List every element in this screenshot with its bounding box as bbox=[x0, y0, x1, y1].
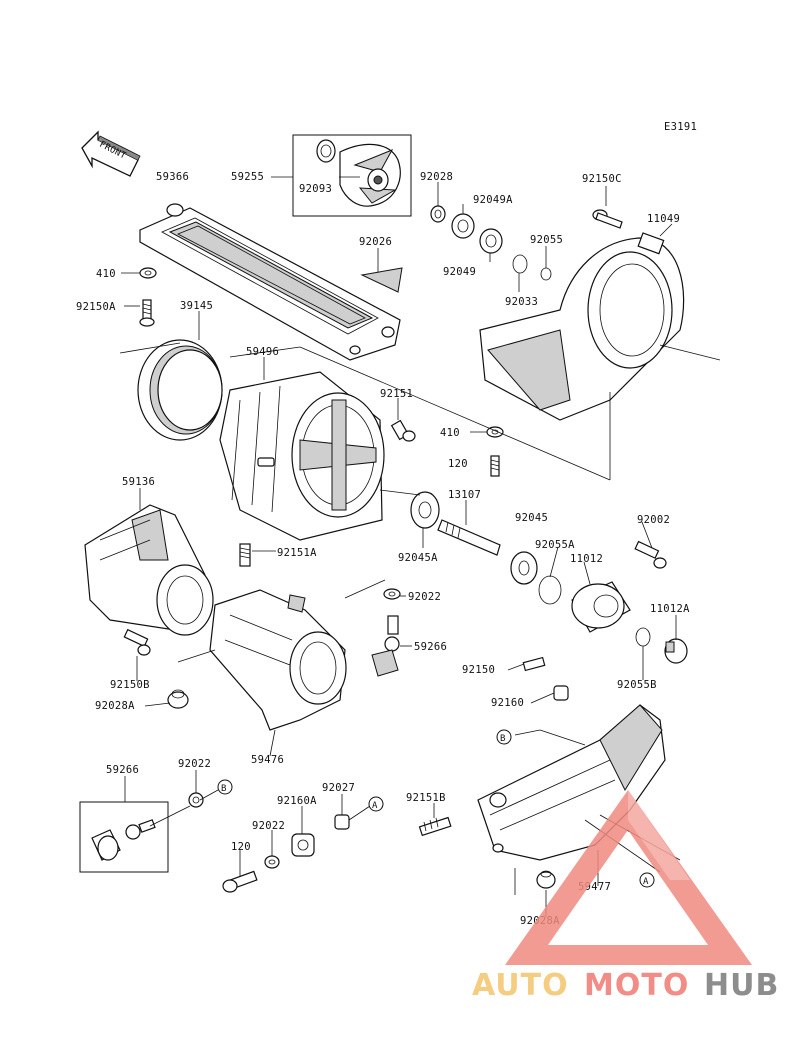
bushing-92160A bbox=[291, 833, 315, 857]
automotohub-watermark-logo: AUTO MOTO HUB bbox=[472, 790, 779, 1003]
label-92026: 92026 bbox=[359, 236, 392, 248]
label-59496: 59496 bbox=[246, 346, 279, 358]
label-59266-mid: 59266 bbox=[414, 641, 447, 653]
callout-a-upper: A bbox=[368, 796, 384, 812]
label-92022-lower-a: 92022 bbox=[178, 758, 211, 770]
watermark-triangle bbox=[505, 790, 752, 965]
washer-92022-lower-a bbox=[188, 792, 204, 808]
diagram-code: E3191 bbox=[664, 121, 697, 133]
label-92045A: 92045A bbox=[398, 552, 438, 564]
label-92002: 92002 bbox=[637, 514, 670, 526]
bolt-92151B bbox=[418, 816, 452, 837]
shaft-13107 bbox=[437, 519, 501, 556]
label-13107: 13107 bbox=[448, 489, 481, 501]
oring-92055 bbox=[540, 267, 552, 281]
bushing-92160 bbox=[553, 685, 569, 701]
label-92049A: 92049A bbox=[473, 194, 513, 206]
wedge-92026 bbox=[360, 267, 403, 293]
label-92045: 92045 bbox=[515, 512, 548, 524]
svg-text:A: A bbox=[372, 801, 378, 811]
label-59136: 59136 bbox=[122, 476, 155, 488]
callout-b-upper: B bbox=[217, 779, 233, 795]
front-arrow-icon bbox=[81, 130, 141, 177]
plug-11012A bbox=[664, 638, 688, 664]
label-120-lower: 120 bbox=[231, 841, 251, 853]
washer-92022-mid bbox=[383, 588, 401, 600]
washer-92022-lower-b bbox=[264, 855, 280, 869]
label-59266-lower: 59266 bbox=[106, 764, 139, 776]
watermark-auto: AUTO bbox=[472, 968, 569, 1003]
cap-11012 bbox=[571, 581, 631, 633]
bolt-92150A bbox=[139, 299, 155, 327]
leader-lines bbox=[119, 176, 721, 917]
label-410-left: 410 bbox=[96, 268, 116, 280]
label-59476: 59476 bbox=[251, 754, 284, 766]
label-11012A: 11012A bbox=[650, 603, 690, 615]
label-11012: 11012 bbox=[570, 553, 603, 565]
label-92033: 92033 bbox=[505, 296, 538, 308]
label-92022-mid: 92022 bbox=[408, 591, 441, 603]
impeller-kit-box bbox=[292, 134, 412, 217]
callout-a-lower: A bbox=[639, 872, 655, 888]
collar-92027 bbox=[334, 814, 350, 830]
label-92055A: 92055A bbox=[535, 539, 575, 551]
ball-joint-59266-mid bbox=[371, 615, 400, 677]
bearing-92049A bbox=[451, 213, 475, 239]
svg-text:B: B bbox=[500, 734, 506, 744]
bolt-120-lower bbox=[222, 870, 258, 893]
label-92150: 92150 bbox=[462, 664, 495, 676]
label-92151: 92151 bbox=[380, 388, 413, 400]
label-39145: 39145 bbox=[180, 300, 213, 312]
label-410-right: 410 bbox=[440, 427, 460, 439]
bearing-92045A bbox=[410, 491, 440, 529]
label-92027: 92027 bbox=[322, 782, 355, 794]
label-92160A: 92160A bbox=[277, 795, 317, 807]
circlip-92033 bbox=[512, 254, 528, 274]
pump-case-11049 bbox=[479, 209, 685, 421]
label-92049: 92049 bbox=[443, 266, 476, 278]
watermark-hub: HUB bbox=[704, 968, 779, 1003]
ball-joint-kit-box bbox=[79, 801, 169, 873]
washer-410-left bbox=[139, 267, 157, 279]
oring-92055B bbox=[635, 627, 651, 647]
label-120-upper: 120 bbox=[448, 458, 468, 470]
bolt-92150B bbox=[123, 628, 151, 656]
bearing-92045 bbox=[510, 551, 538, 585]
svg-text:B: B bbox=[221, 784, 227, 794]
label-92150A: 92150A bbox=[76, 301, 116, 313]
label-92055: 92055 bbox=[530, 234, 563, 246]
label-92160: 92160 bbox=[491, 697, 524, 709]
label-92093: 92093 bbox=[299, 183, 332, 195]
wear-ring-39145 bbox=[137, 339, 223, 441]
stator-59496 bbox=[219, 371, 385, 541]
label-92055B: 92055B bbox=[617, 679, 657, 691]
collar-92028A-right bbox=[536, 870, 556, 889]
svg-text:A: A bbox=[643, 877, 649, 887]
label-92151A: 92151A bbox=[277, 547, 317, 559]
steering-nozzle-59476 bbox=[209, 589, 347, 731]
label-92150B: 92150B bbox=[110, 679, 150, 691]
label-59255: 59255 bbox=[231, 171, 264, 183]
bolt-120-upper bbox=[490, 455, 500, 477]
oring-92055A bbox=[538, 575, 562, 605]
bearing-92049 bbox=[479, 228, 503, 254]
label-92028: 92028 bbox=[420, 171, 453, 183]
label-59366: 59366 bbox=[156, 171, 189, 183]
bolt-92150 bbox=[522, 656, 546, 672]
label-11049: 11049 bbox=[647, 213, 680, 225]
stud-92151A bbox=[239, 543, 251, 567]
bolt-92151 bbox=[390, 419, 416, 442]
collar-92028A-left bbox=[167, 689, 189, 709]
bolt-92002 bbox=[634, 540, 667, 569]
watermark-moto: MOTO bbox=[584, 968, 689, 1003]
pump-cover-plate bbox=[139, 203, 401, 361]
label-92151B: 92151B bbox=[406, 792, 446, 804]
bushing-92028 bbox=[430, 205, 446, 223]
label-92022-lower-b: 92022 bbox=[252, 820, 285, 832]
label-92028A-left: 92028A bbox=[95, 700, 135, 712]
label-92150C: 92150C bbox=[582, 173, 622, 185]
nozzle-59136 bbox=[84, 504, 214, 636]
callout-b-lower: B bbox=[496, 729, 512, 745]
